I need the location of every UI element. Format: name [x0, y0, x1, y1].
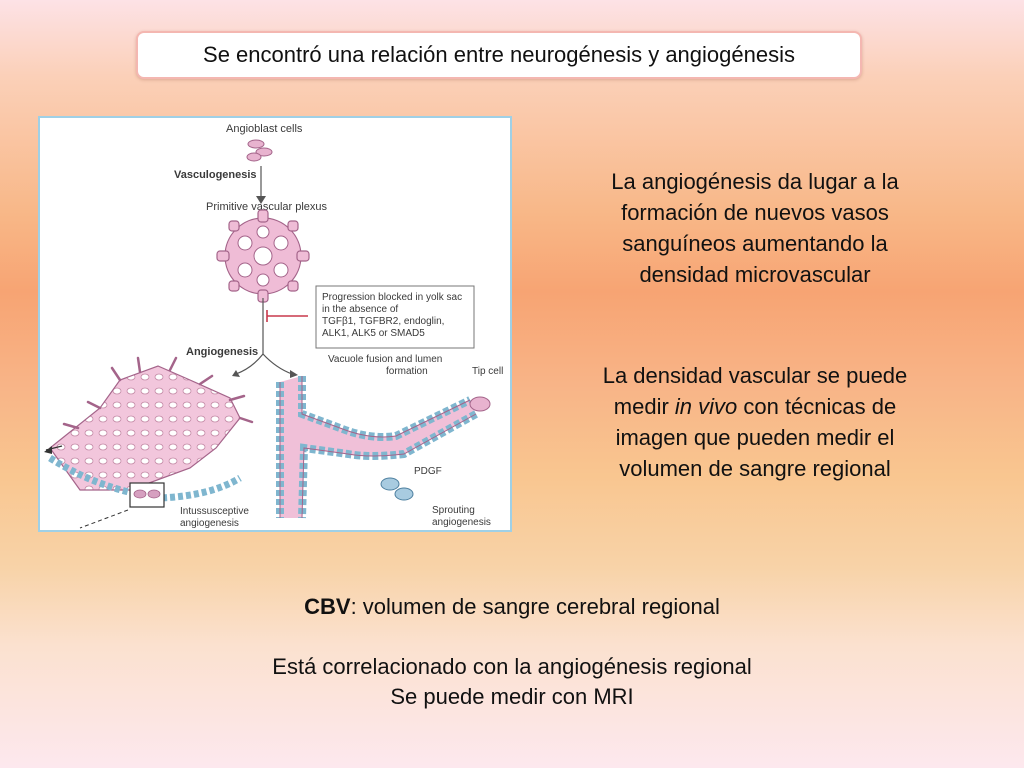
paragraph2-line-2-pre: medir: [613, 394, 675, 419]
intussusceptive-network: [44, 356, 254, 502]
box-cell-2: [147, 489, 161, 499]
cbv-definition: CBV: volumen de sangre cerebral regional: [0, 594, 1024, 620]
cbv-text: : volumen de sangre cerebral regional: [350, 594, 720, 619]
paragraph1-line-2: formación de nuevos vasos: [621, 200, 889, 225]
arrow-head-right: [290, 370, 298, 378]
label-plexus: Primitive vascular plexus: [206, 201, 328, 213]
diagram-svg: Angioblast cells Vasculogenesis Primitiv…: [44, 123, 503, 529]
angiogenesis-diagram: Angioblast cells Vasculogenesis Primitiv…: [38, 116, 512, 532]
paragraph2-line-2-post: con técnicas de: [737, 394, 897, 419]
mri-line: Se puede medir con MRI: [390, 684, 634, 709]
arrow-angio-right: [262, 353, 293, 375]
arrow-head-vasculo: [256, 196, 266, 204]
intussusceptive-line-1: Intussusceptive: [180, 506, 249, 517]
paragraph-angiogenesis: La angiogénesis da lugar a la formación …: [545, 166, 965, 290]
arrow-angio-left: [235, 353, 264, 375]
sprouting-vessel: [276, 376, 491, 519]
vacuole-line-2: formation: [386, 366, 428, 377]
in-vivo-text: in vivo: [674, 394, 738, 419]
dashed-pointer: [79, 509, 129, 529]
cbv-term: CBV: [304, 594, 351, 619]
primitive-plexus: [216, 209, 310, 303]
blocked-line-1: Progression blocked in yolk sac: [322, 292, 462, 303]
paragraph2-line-1: La densidad vascular se puede: [602, 363, 908, 388]
blocked-line-4: ALK1, ALK5 or SMAD5: [322, 328, 425, 339]
intussusceptive-line-2: angiogenesis: [180, 518, 239, 529]
label-vasculogenesis: Vasculogenesis: [174, 169, 257, 181]
paragraph1-line-1: La angiogénesis da lugar a la: [611, 169, 899, 194]
paragraph2-line-3: imagen que pueden medir el: [615, 425, 895, 450]
paragraph2-line-2: medir in vivo con técnicas de: [545, 391, 965, 422]
paragraph2-line-4: volumen de sangre regional: [619, 456, 891, 481]
box-cell-1: [133, 489, 147, 499]
blocked-line-3: TGFβ1, TGFBR2, endoglin,: [322, 316, 444, 327]
paragraph1-line-4: densidad microvascular: [639, 262, 871, 287]
paragraph-vascular-density: La densidad vascular se puede medir in v…: [545, 360, 965, 484]
blocked-box: [315, 285, 475, 349]
angioblast-cells: [246, 139, 273, 162]
label-pdgf: PDGF: [414, 466, 442, 477]
label-tip-cell: Tip cell: [472, 366, 503, 377]
sprouting-line-2: angiogenesis: [432, 517, 491, 528]
paragraph1-line-3: sanguíneos aumentando la: [622, 231, 888, 256]
pdgf-cells: [380, 477, 414, 501]
slide-title: Se encontró una relación entre neurogéne…: [136, 31, 862, 79]
sprouting-line-1: Sprouting: [432, 505, 475, 516]
label-angioblast: Angioblast cells: [226, 123, 303, 135]
arrow-head-left: [232, 370, 240, 377]
label-angiogenesis: Angiogenesis: [186, 346, 258, 358]
correlation-line: Está correlacionado con la angiogénesis …: [272, 654, 752, 679]
vacuole-line-1: Vacuole fusion and lumen: [328, 354, 442, 365]
blocked-line-2: in the absence of: [322, 304, 398, 315]
